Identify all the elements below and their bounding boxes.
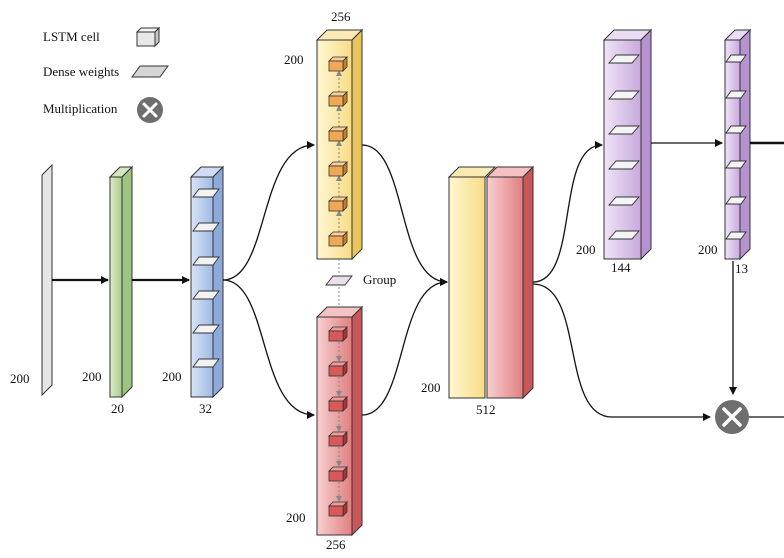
legend-dense-label: Dense weights [43,64,119,79]
upper-lstm-top-label: 256 [331,9,351,24]
upper-lstm-cells [328,56,348,247]
lstm-cell [328,91,348,107]
dense-144-weights [608,54,640,240]
concat-height-label: 200 [421,380,441,395]
layer-32-width-label: 32 [199,401,212,416]
lstm-cell [328,326,348,342]
concat-block [447,165,535,400]
input-height-label: 200 [10,371,30,386]
concat-width-label: 512 [476,402,496,417]
multiplication-icon [137,97,163,123]
lstm-cell [328,431,348,447]
lstm-cell [328,501,348,517]
dense-13-height-label: 200 [698,242,718,257]
lstm-cell [328,161,348,177]
dense-144-block [602,28,653,261]
dense-144-width-label: 144 [611,260,631,275]
input-layer [41,163,53,397]
legend-lstm-label: LSTM cell [43,29,100,44]
layer-20-width-label: 20 [111,401,124,416]
arrow-lower-to-concat [361,278,448,416]
lstm-cell-icon [135,26,161,48]
lower-lstm-cells [328,326,348,517]
lstm-cell [328,56,348,72]
legend: LSTM cell Dense weights Multiplication [43,26,169,123]
dense-weights-icon [131,65,169,78]
dense-144-height-label: 200 [576,242,596,257]
upper-lstm-block [315,28,364,261]
dense-13-width-label: 13 [735,261,748,276]
lstm-cell [328,361,348,377]
layer-20-height-label: 200 [82,369,102,384]
group-weights [325,259,353,312]
dense-13-block [723,28,752,261]
lower-lstm-bottom-label: 256 [326,537,346,552]
layer-20 [108,165,134,399]
arrow-concat-to-mult [532,283,711,421]
upper-lstm-side-label: 200 [284,52,304,67]
lstm-cell [328,231,348,247]
lstm-cell [328,126,348,142]
arrow-upper-to-concat [361,144,448,286]
lstm-cell [328,396,348,412]
group-label: Group [363,272,396,287]
legend-mult-label: Multiplication [43,101,118,116]
multiplication-node [715,400,749,434]
arrow-concat-to-144 [532,141,603,283]
layer-32-dense-weights [192,188,220,368]
layer-32 [189,165,225,399]
lstm-cell [328,466,348,482]
lower-lstm-block [315,305,364,537]
layer-32-height-label: 200 [162,369,182,384]
lstm-cell [328,196,348,212]
dense-13-weights [725,54,747,240]
arrow-32-to-lower [222,279,315,419]
arrow-32-to-upper [222,141,315,281]
lower-lstm-side-label: 200 [286,510,306,525]
